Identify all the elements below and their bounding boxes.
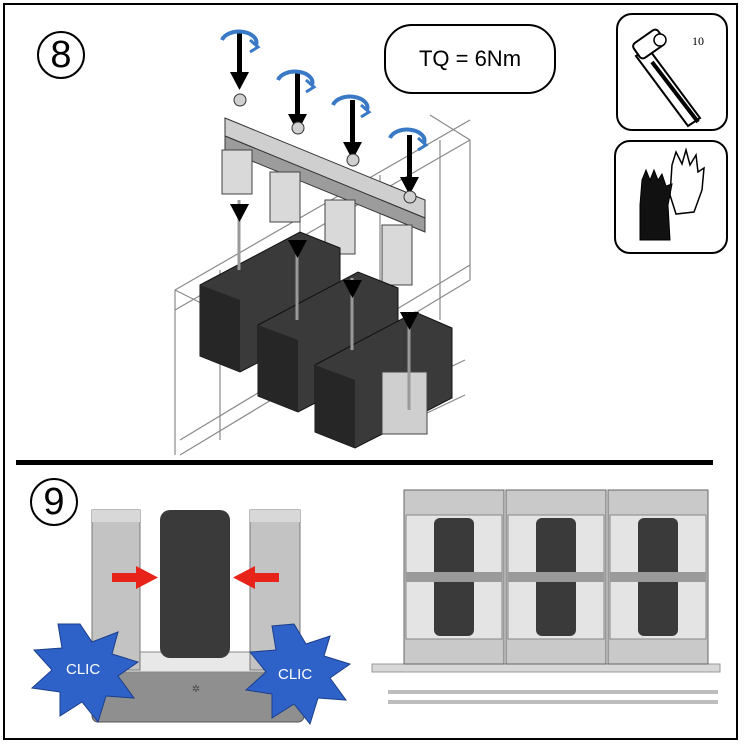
torque-label: TQ = 6Nm: [384, 24, 556, 94]
gloves-icon: [639, 147, 705, 241]
step-number-9: 9: [30, 478, 78, 526]
assembly-overview: [371, 489, 721, 704]
wrench-size-label: 10: [692, 34, 704, 48]
nut-icons: [233, 93, 417, 204]
clip-assembly-detail: ✲: [91, 509, 305, 723]
clic-label-right: CLIC: [278, 666, 313, 683]
section-divider: [16, 460, 713, 465]
svg-text:✲: ✲: [192, 684, 200, 695]
clic-burst-icon: [30, 623, 352, 726]
rotate-clockwise-icon: [220, 29, 429, 152]
wrench-tool-box: [616, 13, 728, 131]
left-arrow-icon: [233, 566, 279, 589]
step-number-8: 8: [37, 31, 85, 79]
ferrite-blocks: [199, 231, 453, 449]
right-arrow-icon: [112, 566, 158, 589]
clic-label-left: CLIC: [66, 661, 101, 678]
wrench-icon: [632, 28, 702, 128]
